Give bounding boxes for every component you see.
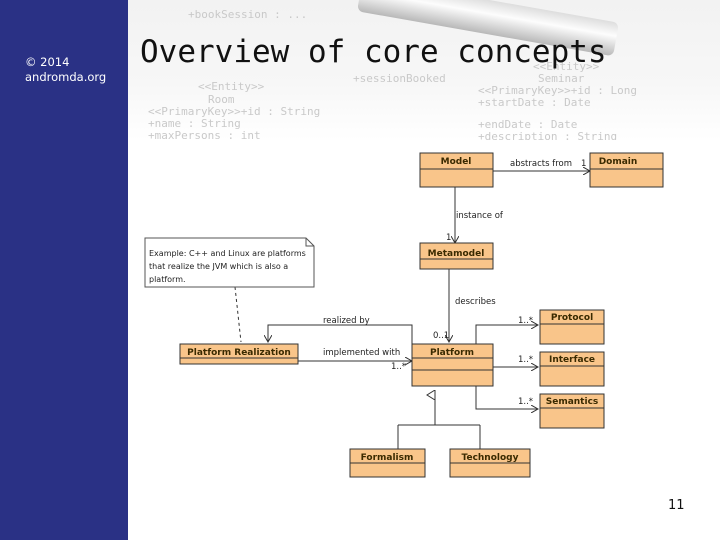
- class-technology: Technology: [449, 448, 531, 478]
- label-interface-mult: 1..*: [518, 355, 533, 365]
- class-technology-name: Technology: [462, 453, 519, 463]
- class-formalism: Formalism: [349, 448, 426, 478]
- page-title: Overview of core concepts: [140, 34, 607, 70]
- class-semantics-name: Semantics: [546, 397, 599, 407]
- class-platform-name: Platform: [430, 348, 474, 358]
- note-anchor-line: [234, 286, 242, 343]
- label-implemented-mult: 1..*: [391, 362, 406, 372]
- label-instance-of: instance of: [456, 211, 504, 221]
- label-protocol-mult: 1..*: [518, 316, 533, 326]
- class-domain: Domain: [589, 152, 664, 188]
- copyright-block: © 2014 andromda.org: [25, 55, 106, 85]
- copyright-year: © 2014: [25, 55, 70, 69]
- note-box: Example: C++ and Linux are platforms tha…: [144, 237, 315, 288]
- class-platform: Platform: [411, 343, 494, 387]
- realized-by-line: [268, 324, 413, 344]
- class-metamodel-name: Metamodel: [428, 249, 485, 259]
- label-semantics-mult: 1..*: [518, 397, 533, 407]
- class-model: Model: [419, 152, 494, 188]
- class-metamodel: Metamodel: [419, 242, 494, 270]
- protocol-line: [475, 325, 538, 344]
- label-instance-mult: 1: [446, 233, 451, 243]
- semantics-line: [475, 386, 538, 409]
- note-line-2: that realize the JVM which is also a: [149, 262, 288, 271]
- sidebar: © 2014 andromda.org: [0, 0, 128, 540]
- class-platform-realization: Platform Realization: [179, 343, 299, 365]
- class-platform-realization-name: Platform Realization: [187, 348, 291, 358]
- class-interface-name: Interface: [549, 355, 595, 365]
- header-background-image: +bookSession : ... +sessionBooked <<Enti…: [128, 0, 720, 140]
- class-domain-name: Domain: [599, 157, 638, 167]
- label-abstracts-mult: 1: [581, 159, 586, 169]
- label-realized-by: realized by: [323, 316, 370, 326]
- label-describes: describes: [455, 297, 496, 307]
- note-line-3: platform.: [149, 275, 186, 284]
- class-model-name: Model: [441, 157, 472, 167]
- connectors: [234, 171, 590, 449]
- class-protocol-name: Protocol: [551, 313, 593, 323]
- label-describes-mult: 0..1: [433, 331, 449, 341]
- class-formalism-name: Formalism: [361, 453, 414, 463]
- class-protocol: Protocol: [539, 309, 605, 345]
- class-interface: Interface: [539, 351, 605, 387]
- class-semantics: Semantics: [539, 393, 605, 429]
- label-abstracts-from: abstracts from: [510, 159, 572, 169]
- page-number: 11: [668, 498, 685, 513]
- label-implemented-with: implemented with: [323, 348, 400, 358]
- copyright-site: andromda.org: [25, 70, 107, 84]
- note-line-1: Example: C++ and Linux are platforms: [149, 249, 306, 258]
